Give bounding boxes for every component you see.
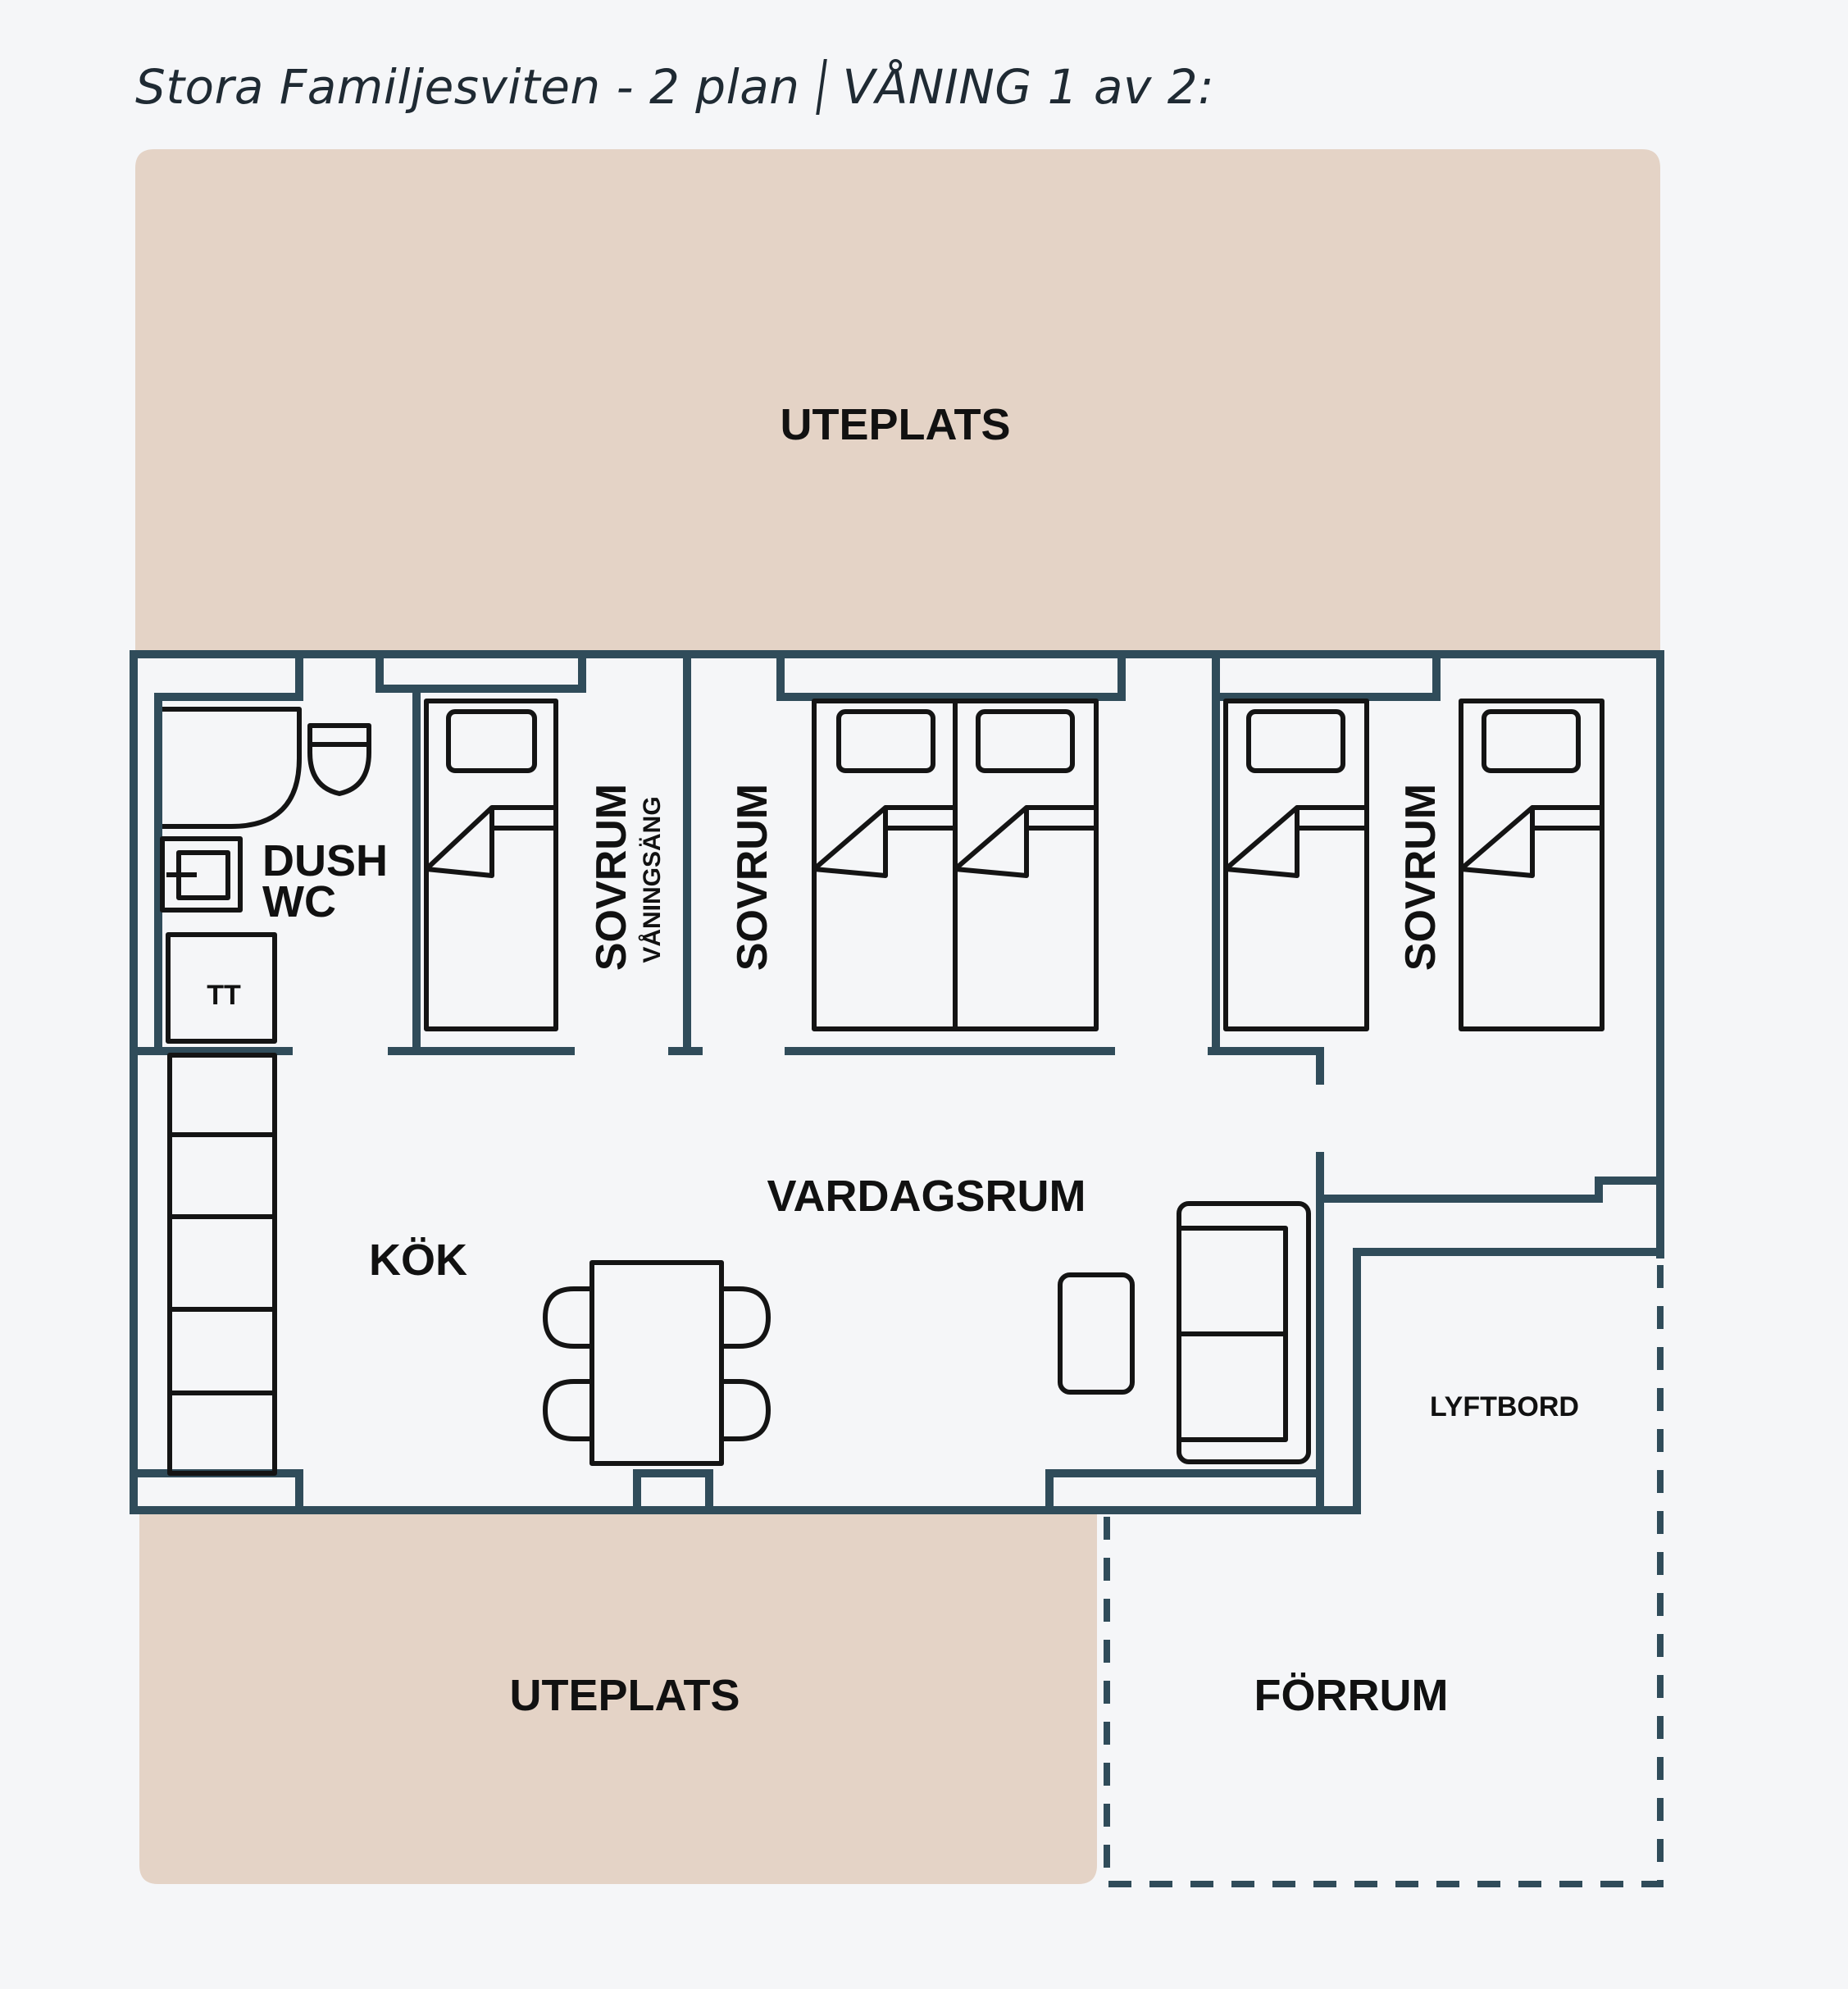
washer-icon: [166, 932, 277, 1044]
staircase-icon: [167, 1053, 277, 1476]
coffee-table-icon: [1058, 1272, 1135, 1395]
forrum-outline: [1104, 1263, 1664, 1887]
room-label-wc: WC: [262, 877, 336, 926]
dining-table-icon: [543, 1260, 771, 1466]
floor-label: VÅNING 1 av 2:: [842, 59, 1215, 115]
furniture: [160, 699, 1604, 1476]
room-label-kok: KÖK: [369, 1236, 467, 1285]
room-label-tt: TT: [207, 980, 241, 1011]
toilet-icon: [307, 723, 371, 796]
sink-icon: [160, 836, 243, 913]
bed-icon: [953, 699, 1099, 1031]
walls: [130, 650, 1664, 1514]
room-label-sovrum-1: SOVRUM: [588, 784, 635, 971]
room-label-vardagsrum: VARDAGSRUM: [767, 1172, 1086, 1221]
sofa-icon: [1177, 1201, 1311, 1464]
room-label-lyftbord: LYFTBORD: [1430, 1391, 1579, 1422]
room-label-uteplats-top: UTEPLATS: [781, 400, 1011, 449]
room-label-uteplats-bottom: UTEPLATS: [510, 1671, 740, 1720]
suite-name: Stora Familjesviten - 2 plan: [135, 59, 800, 115]
room-label-vaningsang: VÅNINGSÄNG: [639, 796, 666, 963]
plan-title: Stora Familjesviten - 2 plan VÅNING 1 av …: [135, 59, 1214, 115]
patio-top: [135, 149, 1660, 654]
room-label-sovrum-3: SOVRUM: [1397, 784, 1445, 971]
shower-icon: [162, 707, 302, 829]
room-label-forrum: FÖRRUM: [1254, 1671, 1449, 1720]
room-label-dush: DUSH: [262, 836, 388, 885]
room-label-sovrum-2: SOVRUM: [729, 784, 776, 971]
bed-icon: [812, 699, 958, 1031]
bed-icon: [1459, 699, 1604, 1031]
bed-icon: [1223, 699, 1369, 1031]
patio-bottom: [139, 1510, 1097, 1884]
bed-icon: [424, 699, 558, 1031]
